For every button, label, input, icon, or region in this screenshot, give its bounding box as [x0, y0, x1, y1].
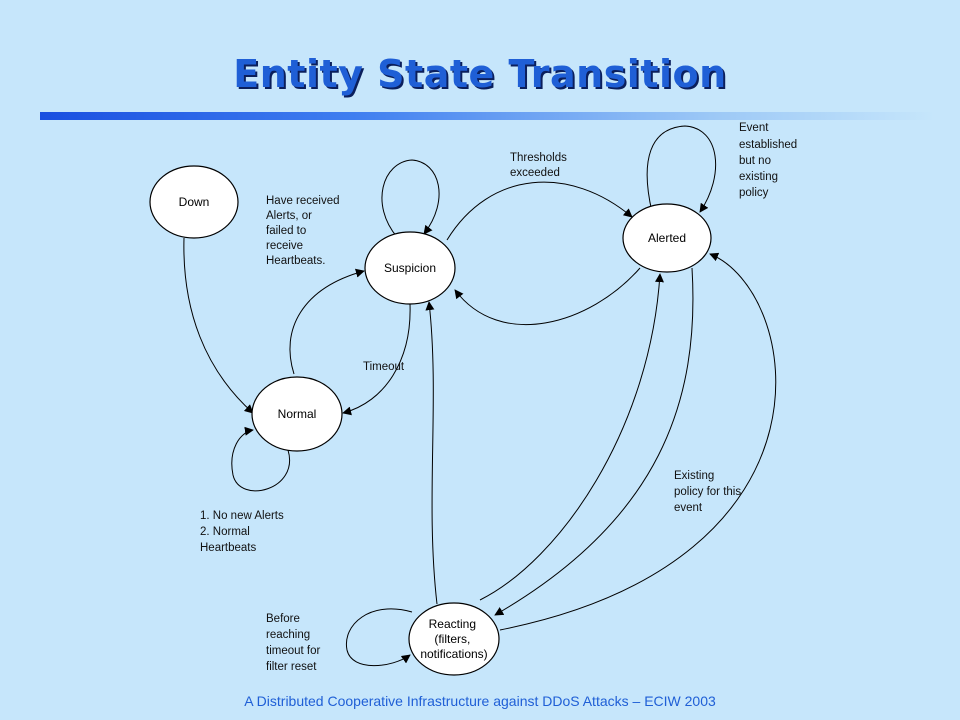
- state-down: Down: [149, 165, 239, 239]
- svg-text:Normal: Normal: [278, 407, 317, 421]
- note-timeout: Timeout: [363, 361, 405, 373]
- svg-text:Down: Down: [179, 195, 210, 209]
- transition-normal-to-suspicion: [289, 268, 365, 375]
- note-before-reaching-timeout: Before reaching timeout for filter reset: [266, 613, 324, 673]
- title-underline: [40, 112, 935, 120]
- state-reacting: Reacting (filters, notifications): [408, 602, 500, 676]
- transition-reacting-to-alerted-2: [499, 252, 777, 631]
- transition-suspicion-to-normal-timeout: [342, 303, 411, 416]
- slide-footer: A Distributed Cooperative Infrastructure…: [244, 693, 716, 709]
- state-alerted-label: Alerted: [648, 231, 686, 245]
- state-alerted: Alerted: [622, 203, 712, 273]
- transition-normal-self-loop: [231, 426, 291, 492]
- transition-alerted-self-loop: [646, 125, 717, 213]
- transition-down-to-normal: [183, 237, 254, 414]
- transition-suspicion-to-alerted-thresholds: [446, 181, 633, 241]
- state-down-label: Down: [179, 195, 210, 209]
- note-no-new-alerts: 1. No new Alerts 2. Normal Heartbeats: [200, 510, 287, 554]
- state-normal: Normal: [251, 376, 343, 452]
- transition-reacting-to-suspicion: [425, 301, 438, 605]
- state-suspicion-label: Suspicion: [384, 261, 436, 275]
- state-reacting-label-line3: notifications): [420, 647, 487, 661]
- slide-title: Entity State Transition: [233, 52, 727, 96]
- note-thresholds-exceeded: Thresholds exceeded: [510, 152, 570, 179]
- svg-text:Alerted: Alerted: [648, 231, 686, 245]
- transition-alerted-to-reacting-existing-policy: [494, 267, 694, 616]
- state-suspicion: Suspicion: [364, 231, 456, 305]
- state-reacting-label-line1: Reacting: [429, 617, 476, 631]
- svg-text:Suspicion: Suspicion: [384, 261, 436, 275]
- note-have-received-alerts: Have received Alerts, or failed to recei…: [266, 195, 343, 267]
- note-event-established: Event established but no existing policy: [739, 122, 800, 199]
- transition-suspicion-self-loop: [381, 159, 440, 238]
- state-normal-label: Normal: [278, 407, 317, 421]
- note-existing-policy: Existing policy for this event: [674, 470, 744, 514]
- state-reacting-label-line2: (filters,: [434, 632, 470, 646]
- transition-reacting-self-loop: [345, 608, 413, 667]
- svg-text:Reacting (filters,: Reacting (filters, notifications): [420, 617, 487, 661]
- transition-alerted-to-suspicion: [454, 267, 641, 325]
- transition-reacting-to-alerted-1: [479, 273, 664, 601]
